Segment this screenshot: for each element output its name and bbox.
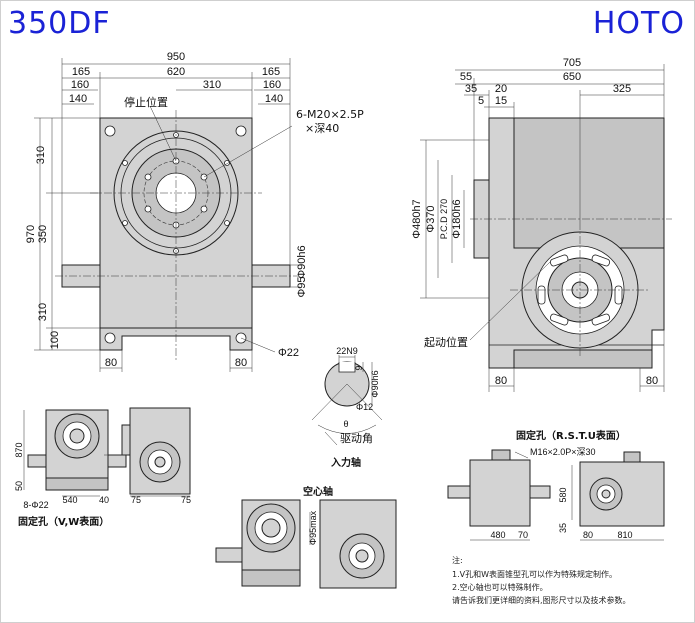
dim-right-160: 160 <box>263 79 281 91</box>
dim-side-650: 650 <box>563 71 581 83</box>
dim-right-flange: 165 <box>262 66 280 78</box>
dim-left-flange: 165 <box>72 66 90 78</box>
brand-title: HOTO <box>592 6 685 41</box>
tapped-hole <box>200 205 208 213</box>
hollow-dim-bore: Φ95max <box>308 510 318 545</box>
dim-side-480h7: Φ480h7 <box>411 199 423 238</box>
vw-dim-75a: 75 <box>131 495 141 505</box>
rstu-side-housing <box>469 459 531 527</box>
dim-side-325: 325 <box>613 83 631 95</box>
rstu-mount-detail: M16×2.0P×深30 580 35 480 70 80 810 固定孔（R.… <box>447 429 665 541</box>
rstu-dim-35: 35 <box>558 523 568 533</box>
vw-dim-540: 540 <box>62 495 77 505</box>
rstu-dim-80: 80 <box>583 530 593 540</box>
dim-upper-310: 310 <box>35 146 47 164</box>
dim-side-total: 705 <box>563 57 581 69</box>
label-stop-position: 停止位置 <box>124 95 168 109</box>
dim-side-5: 5 <box>478 95 484 107</box>
title-vw-mount: 固定孔（V,W表面） <box>18 515 109 528</box>
label-start-position: 起动位置 <box>424 335 468 349</box>
dim-half-310: 310 <box>203 79 221 91</box>
input-shaft-detail: 22N9 9 Φ90h6 Φ12 θ 驱动角 入力轴 <box>311 346 383 469</box>
side-housing-upper <box>513 117 665 249</box>
dim-lower-310: 310 <box>37 303 49 321</box>
vw-dim-40: 40 <box>99 495 109 505</box>
dim-side-370: Φ370 <box>425 205 437 232</box>
rstu-dim-810: 810 <box>617 530 632 540</box>
vw-dim-870: 870 <box>14 442 24 457</box>
dim-base-100: 100 <box>49 331 61 349</box>
notes-line-3: 请告诉我们更详细的资料,图形尺寸以及技术参数。 <box>452 595 631 605</box>
dim-pin: Φ12 <box>356 402 373 412</box>
notes-line-2: 2.空心轴也可以特殊制作。 <box>452 582 548 592</box>
dim-left-160: 160 <box>71 79 89 91</box>
dim-side-base-left: 80 <box>495 375 507 387</box>
rstu-dim-tap: M16×2.0P×深30 <box>530 447 596 457</box>
dim-key-depth: 9 <box>354 365 364 370</box>
hollow-shaft-detail: Φ95max 空心轴 <box>215 485 397 589</box>
vw-dim-50: 50 <box>14 481 24 491</box>
vw-dim-75b: 75 <box>181 495 191 505</box>
dim-side-55: 55 <box>460 71 472 83</box>
dim-side-pcd: P.C.D 270 <box>439 199 449 239</box>
rstu-dim-480: 480 <box>490 530 505 540</box>
label-shaft-diameter: Φ90h6 <box>296 245 308 278</box>
dim-side-35: 35 <box>465 83 477 95</box>
label-tapped-holes: 6-M20×2.5P <box>296 108 364 121</box>
dim-total-width: 950 <box>167 51 185 63</box>
dim-input-shaft: Φ90h6 <box>370 370 380 397</box>
tapped-hole <box>144 173 152 181</box>
vw-dim-holes: 8-Φ22 <box>23 500 48 510</box>
title-rstu-mount: 固定孔（R.S.T.U表面） <box>516 429 626 442</box>
base-hole <box>104 332 116 344</box>
front-view: 950 165 620 165 160 310 160 140 140 310 … <box>25 51 364 372</box>
dim-body-width: 620 <box>167 66 185 78</box>
dim-350: 350 <box>37 225 49 243</box>
rstu-dim-580: 580 <box>558 487 568 502</box>
dim-angle: θ <box>343 419 348 429</box>
label-drive-angle: 驱动角 <box>340 432 373 445</box>
corner-hole <box>235 125 247 137</box>
dim-side-base-right: 80 <box>646 375 658 387</box>
label-flange-diameter: Φ95 <box>296 276 308 297</box>
dim-base-left-80: 80 <box>105 357 117 369</box>
label-hole-diameter: Φ22 <box>278 347 299 359</box>
dim-left-140: 140 <box>69 93 87 105</box>
corner-hole <box>104 125 116 137</box>
dim-side-20: 20 <box>495 83 507 95</box>
front-base <box>99 327 253 351</box>
rstu-dim-70: 70 <box>518 530 528 540</box>
dim-keyway: 22N9 <box>336 346 358 356</box>
title-input-shaft: 入力轴 <box>331 456 361 469</box>
dim-right-140: 140 <box>265 93 283 105</box>
label-tap-depth: ×深40 <box>305 122 339 135</box>
dim-base-right-80: 80 <box>235 357 247 369</box>
dim-side-180h6: Φ180h6 <box>451 199 463 238</box>
title-hollow-shaft: 空心轴 <box>303 485 333 498</box>
side-view: 705 55 650 35 20 325 5 15 Φ480h7 Φ370 P.… <box>411 57 672 392</box>
notes: 注: 1.V孔和W表面锥型孔可以作为特殊规定制作。 2.空心轴也可以特殊制作。 … <box>452 555 631 605</box>
notes-title: 注: <box>452 555 463 565</box>
model-title: 350DF <box>8 6 111 41</box>
dim-height-970: 970 <box>25 225 37 243</box>
tapped-hole <box>144 205 152 213</box>
notes-line-1: 1.V孔和W表面锥型孔可以作为特殊规定制作。 <box>452 569 617 579</box>
vw-mount-detail: 870 50 8-Φ22 540 40 75 75 固定孔（V,W表面） <box>14 407 191 528</box>
dim-side-15: 15 <box>495 95 507 107</box>
